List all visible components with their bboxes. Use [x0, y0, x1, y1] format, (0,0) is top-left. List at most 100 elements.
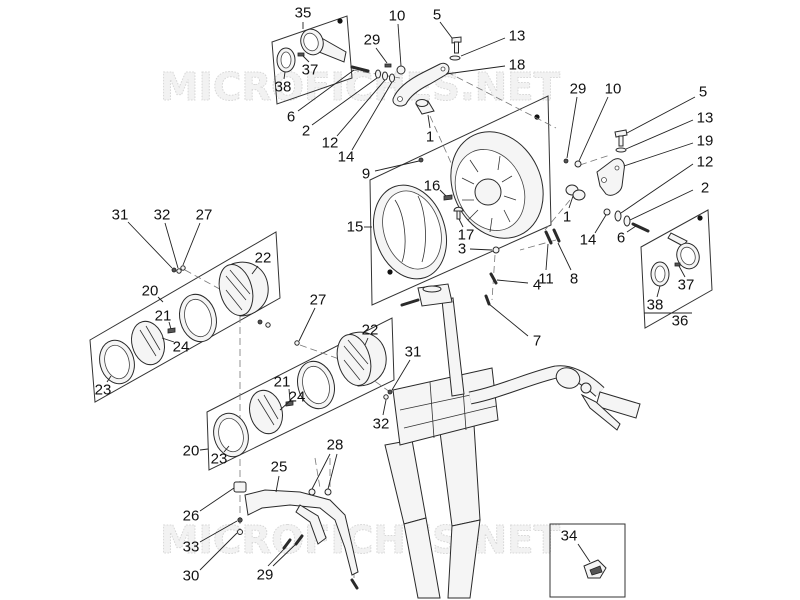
leader-24-lower	[279, 399, 292, 411]
callout-26: 26	[183, 508, 200, 525]
guide-line	[579, 154, 611, 166]
callout-29: 29	[364, 32, 381, 49]
handlebar	[468, 366, 604, 404]
callout-14: 14	[338, 149, 355, 166]
callout-29-right: 29	[570, 81, 587, 98]
screw	[384, 63, 392, 68]
leader-19	[623, 142, 694, 167]
callout-3: 3	[458, 241, 466, 258]
bolt	[544, 230, 553, 245]
lamp-lens-pattern	[139, 325, 161, 357]
fork-leg-left-lower	[403, 517, 441, 599]
leader-16	[439, 189, 447, 197]
callout-32-lower: 32	[373, 416, 390, 433]
lamp-rim-inner	[302, 365, 330, 405]
callout-2: 2	[302, 123, 310, 140]
frame-36-marker	[697, 215, 703, 221]
leader-11	[545, 243, 549, 271]
washer	[265, 322, 271, 328]
leader-29	[375, 47, 388, 64]
callout-25: 25	[271, 459, 288, 476]
leader-32	[164, 222, 179, 269]
callout-29-bottom: 29	[257, 567, 274, 584]
steering-head-detail	[399, 374, 497, 439]
lever-pivot	[580, 382, 592, 394]
bracket-hole	[397, 96, 403, 102]
leader-34	[577, 543, 591, 563]
frame-36	[640, 209, 713, 329]
fork-leg-right-upper	[439, 424, 481, 527]
leader-18	[445, 65, 506, 75]
screw	[171, 267, 177, 273]
leader-14-right	[594, 214, 607, 234]
leader-5	[439, 21, 453, 39]
leader-31-lower	[391, 359, 411, 391]
leader-28b	[327, 453, 338, 490]
callout-31: 31	[112, 207, 129, 224]
frame-15-marker-bottom	[387, 269, 393, 275]
callout-22-lower: 22	[362, 322, 379, 339]
turn-signal-screw	[674, 262, 681, 267]
leader-17	[458, 218, 464, 228]
leader-12-right	[620, 163, 694, 214]
callout-24: 24	[173, 339, 190, 356]
turn-signal-stalk	[667, 232, 688, 247]
watermark-top: MICROFICHES.NET	[160, 65, 560, 109]
leader-22	[251, 265, 259, 275]
leader-7	[488, 303, 529, 337]
leader-13-right	[625, 119, 694, 150]
callout-5: 5	[433, 7, 441, 24]
headlight-reflector	[474, 178, 502, 206]
callout-13: 13	[509, 28, 526, 45]
fork-leg-right-lower	[447, 519, 481, 599]
screw	[453, 206, 464, 220]
callout-2-right: 2	[701, 180, 709, 197]
callout-36: 36	[672, 313, 689, 330]
leader-31	[127, 221, 173, 269]
callout-35: 35	[295, 5, 312, 22]
callout-18: 18	[509, 57, 526, 74]
bolt-shank	[618, 135, 624, 147]
leader-26	[199, 487, 235, 512]
washer	[382, 71, 388, 81]
callout-12-right: 12	[697, 154, 714, 171]
leader-37	[302, 55, 310, 63]
leader-10	[397, 23, 402, 67]
leader-2-right	[629, 189, 694, 221]
nut	[294, 340, 300, 346]
callout-6-right: 6	[617, 230, 625, 247]
support-bracket-right	[596, 158, 625, 196]
bracket-hole	[440, 66, 446, 72]
lamp-housing-grille	[343, 339, 369, 381]
leader-4	[496, 279, 529, 284]
bolt	[489, 272, 498, 285]
callout-7: 7	[533, 333, 541, 350]
washer	[389, 73, 395, 83]
leader-1-right	[568, 195, 574, 209]
callout-27-lower: 27	[310, 292, 327, 309]
leader-38	[283, 71, 286, 80]
bolt	[294, 534, 304, 546]
callout-31-lower: 31	[405, 344, 422, 361]
leader-28a	[311, 453, 331, 490]
callout-19: 19	[697, 133, 714, 150]
cable-clip-detail	[589, 565, 603, 576]
leader-6	[297, 69, 355, 112]
frame-20-lower	[206, 317, 395, 471]
bolt	[631, 222, 650, 233]
headlight-lens-pattern	[394, 195, 426, 263]
leader-33	[199, 520, 238, 543]
callout-37-right: 37	[678, 277, 695, 294]
rubber-pad	[233, 481, 247, 493]
bolt	[282, 538, 292, 550]
callout-28: 28	[327, 437, 344, 454]
leader-1	[427, 114, 431, 129]
nut	[574, 160, 582, 168]
bolt-shank	[454, 41, 459, 54]
callout-21: 21	[155, 308, 172, 325]
lamp-rim-inner	[184, 298, 212, 338]
callout-1-right: 1	[563, 209, 571, 226]
screw	[418, 157, 424, 163]
